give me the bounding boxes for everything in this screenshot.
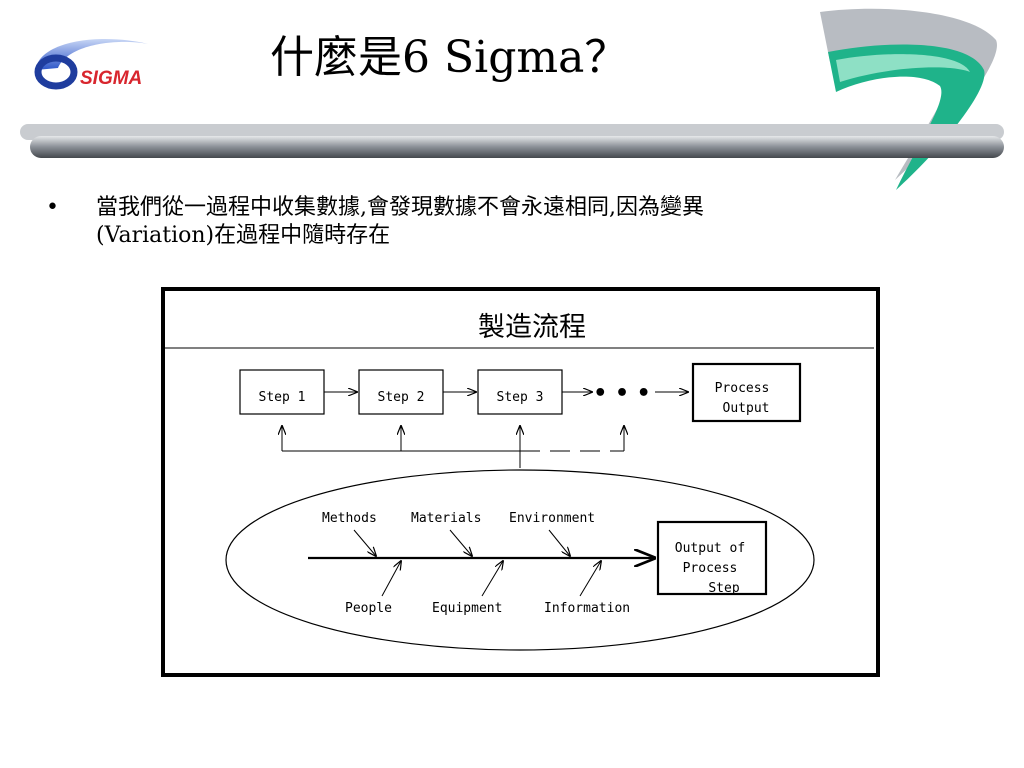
process-output-line2: Output	[723, 401, 770, 416]
page-title: 什麼是6 Sigma？	[270, 32, 629, 83]
cause-equipment: Equipment	[432, 601, 502, 616]
bone-equipment	[481, 561, 503, 597]
cause-information: Information	[544, 601, 630, 616]
diagram-frame	[161, 287, 880, 677]
process-output-box	[691, 362, 802, 423]
title-divider-bar	[20, 124, 1004, 158]
step-1-label: Step 1	[259, 390, 306, 405]
step-output-line3: Step	[708, 581, 739, 596]
bone-materials	[449, 529, 472, 556]
step-output-line2: Process	[683, 561, 738, 576]
logo-ring-icon	[34, 54, 78, 90]
cause-environment: Environment	[509, 511, 595, 526]
bone-information	[579, 561, 601, 597]
manufacturing-flow-diagram: 製造流程 Step 1 Step 2 Step 3 • • • Process …	[161, 287, 880, 677]
step-ellipsis: • • •	[593, 381, 651, 406]
diagram-title: 製造流程	[478, 312, 586, 343]
bullet-marker: •	[46, 195, 59, 220]
step-3-box	[477, 369, 563, 415]
step-output-box	[656, 520, 768, 596]
bone-methods	[353, 529, 376, 556]
process-output-line1: Process	[715, 381, 770, 396]
decorative-chevron-icon	[820, 8, 997, 191]
fishbone-ellipse	[225, 469, 815, 651]
cause-materials: Materials	[411, 511, 481, 526]
logo-text: SIGMA	[80, 68, 142, 89]
bone-people	[381, 561, 401, 597]
step-2-label: Step 2	[378, 390, 425, 405]
bullet-text: 當我們從一過程中收集數據,會發現數據不會永遠相同,因為變異 (Variation…	[96, 194, 916, 250]
step-3-label: Step 3	[497, 390, 544, 405]
cause-methods: Methods	[322, 511, 377, 526]
bullet-line-1: 當我們從一過程中收集數據,會發現數據不會永遠相同,因為變異	[96, 195, 704, 220]
bone-environment	[548, 529, 570, 556]
sigma-logo: SIGMA	[34, 39, 148, 90]
step-2-box	[358, 369, 444, 415]
step-output-line1: Output of	[675, 541, 745, 556]
bullet-line-2: (Variation)在過程中隨時存在	[96, 223, 391, 248]
logo-swoosh-icon	[36, 39, 148, 70]
step-1-box	[239, 369, 325, 415]
cause-people: People	[345, 601, 392, 616]
